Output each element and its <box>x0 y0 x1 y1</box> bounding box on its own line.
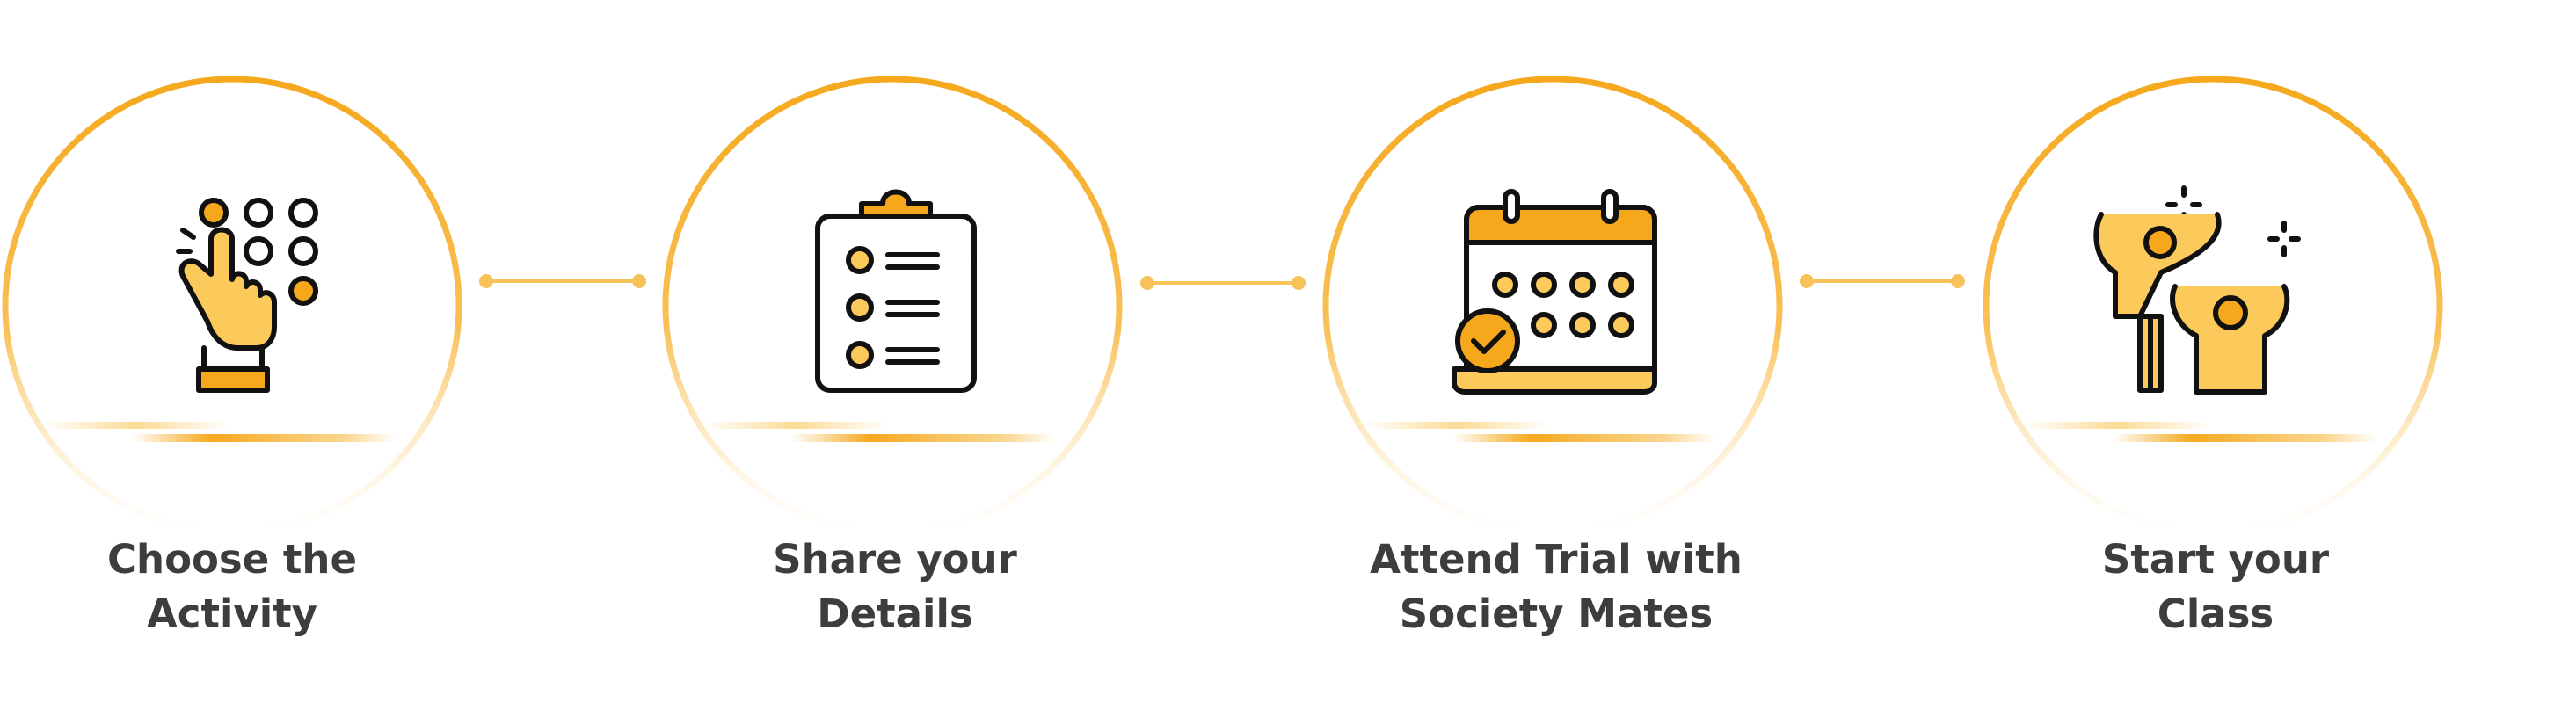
hand-pointing-keypad-icon <box>176 198 318 393</box>
step-2-label-line1: Share your <box>773 536 1017 583</box>
step-3-label: Attend Trial with Society Mates <box>1328 532 1785 641</box>
step-4-label-line1: Start your <box>2101 536 2330 583</box>
step-1-ring <box>2 76 462 536</box>
connector-2-3 <box>1140 276 1306 290</box>
step-2-label-line2: Details <box>817 590 973 637</box>
step-2-label: Share your Details <box>666 532 1124 641</box>
step-1-label: Choose the Activity <box>4 532 461 641</box>
step-3-label-line2: Society Mates <box>1399 590 1714 637</box>
clipboard-checklist-icon <box>815 189 977 393</box>
step-1-label-line2: Activity <box>146 590 318 637</box>
step-3-ring <box>1322 76 1783 536</box>
step-3-label-line1: Attend Trial with <box>1370 536 1743 583</box>
people-celebrating-icon <box>2093 185 2301 395</box>
step-2-ring <box>662 76 1123 536</box>
step-4-label-line2: Class <box>2157 590 2274 637</box>
calendar-check-icon <box>1452 189 1657 395</box>
step-1-label-line1: Choose the <box>107 536 357 583</box>
connector-3-4 <box>1800 274 1965 288</box>
connector-1-2 <box>479 274 646 288</box>
step-4-ring <box>1983 76 2443 536</box>
step-4-label: Start your Class <box>1987 532 2444 641</box>
